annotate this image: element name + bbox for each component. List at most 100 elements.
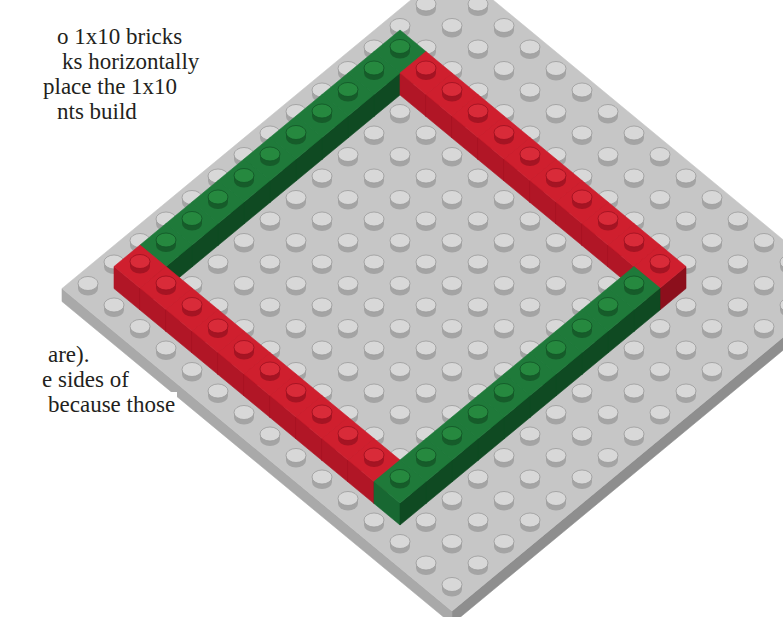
stud	[286, 320, 306, 339]
stud	[312, 212, 332, 231]
stud	[338, 427, 358, 446]
stud	[728, 212, 748, 231]
stud	[546, 406, 566, 425]
stud	[676, 212, 696, 231]
stud	[416, 169, 436, 188]
stud	[208, 319, 228, 338]
stud	[572, 126, 592, 145]
stud	[312, 255, 332, 274]
text-fragment: e sides of	[40, 367, 131, 393]
stud	[364, 126, 384, 145]
stud	[494, 62, 514, 81]
stud	[390, 191, 410, 210]
stud	[286, 449, 306, 468]
stud	[572, 255, 592, 274]
stud	[546, 62, 566, 81]
stud	[468, 169, 488, 188]
brick-top	[374, 460, 426, 503]
stud	[572, 190, 592, 209]
stud	[364, 255, 384, 274]
stud	[546, 449, 566, 468]
stud	[208, 384, 228, 403]
stud	[312, 405, 332, 424]
stud	[390, 406, 410, 425]
stud	[390, 363, 410, 382]
stud	[598, 406, 618, 425]
stud	[520, 427, 540, 446]
stud	[676, 341, 696, 360]
stud	[624, 233, 644, 252]
stud	[286, 191, 306, 210]
stud	[728, 298, 748, 317]
stud	[572, 384, 592, 403]
stud	[286, 126, 306, 145]
stud	[390, 535, 410, 554]
stud	[416, 384, 436, 403]
stud	[598, 298, 618, 317]
stud	[130, 320, 150, 339]
stud	[442, 492, 462, 511]
stud	[260, 298, 280, 317]
stud	[364, 61, 384, 80]
stud	[624, 126, 644, 145]
stud	[416, 556, 436, 575]
stud	[702, 234, 722, 253]
stud	[442, 363, 462, 382]
stud	[676, 169, 696, 188]
stud	[442, 19, 462, 38]
stud	[182, 298, 202, 317]
stud	[520, 212, 540, 231]
stud	[312, 104, 332, 123]
stud	[442, 191, 462, 210]
stud	[546, 341, 566, 360]
stud	[780, 255, 783, 274]
stud	[364, 298, 384, 317]
stud	[364, 212, 384, 231]
stud	[598, 449, 618, 468]
stud	[364, 513, 384, 532]
stud	[494, 384, 514, 403]
stud	[468, 104, 488, 123]
stud	[130, 255, 150, 274]
stud	[338, 148, 358, 167]
stud	[520, 40, 540, 59]
stud	[702, 277, 722, 296]
stud	[494, 277, 514, 296]
stud	[416, 298, 436, 317]
stud	[650, 255, 670, 274]
stud	[234, 169, 254, 188]
stud	[234, 406, 254, 425]
stud	[442, 234, 462, 253]
stud	[260, 362, 280, 381]
stud	[572, 319, 592, 338]
stud	[156, 341, 176, 360]
stud	[390, 148, 410, 167]
stud	[390, 470, 410, 489]
text-fragment: ks horizontally	[60, 49, 201, 75]
stud	[572, 427, 592, 446]
stud	[390, 320, 410, 339]
stud	[234, 341, 254, 360]
stud	[312, 470, 332, 489]
stud	[520, 147, 540, 166]
stud	[702, 363, 722, 382]
stud	[312, 298, 332, 317]
stud	[546, 234, 566, 253]
stud	[364, 341, 384, 360]
stud	[260, 427, 280, 446]
stud	[390, 40, 410, 59]
stud	[416, 255, 436, 274]
stud	[156, 276, 176, 295]
bricks-and-studs	[78, 0, 783, 597]
stud	[468, 513, 488, 532]
stud	[754, 320, 774, 339]
stud	[468, 298, 488, 317]
stud	[286, 234, 306, 253]
stud	[624, 169, 644, 188]
stud	[494, 191, 514, 210]
stud	[624, 384, 644, 403]
stud	[624, 276, 644, 295]
stud	[624, 341, 644, 360]
stud	[260, 212, 280, 231]
